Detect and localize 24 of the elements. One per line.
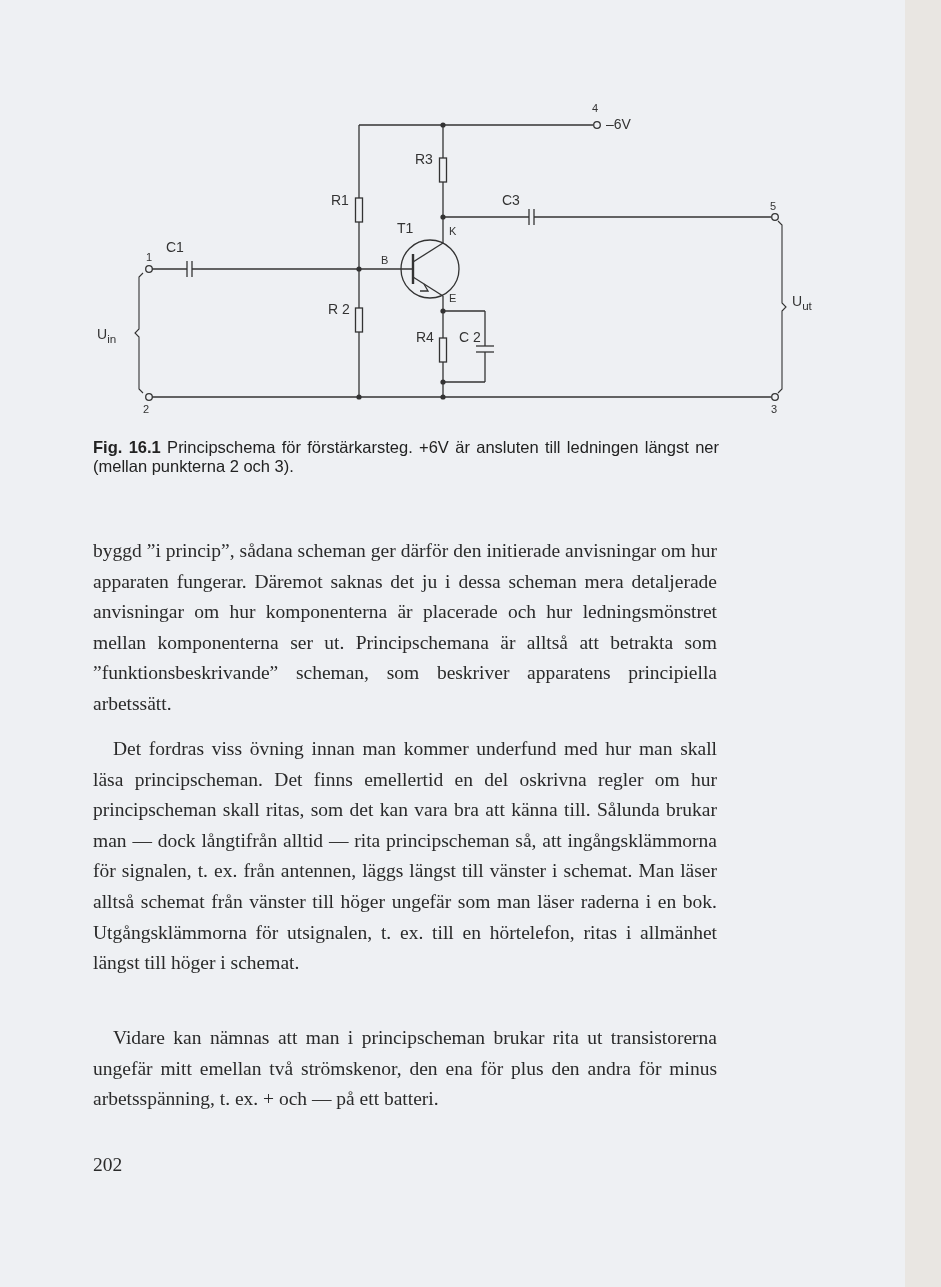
component-label: R4 xyxy=(416,330,434,344)
pin-label: B xyxy=(381,255,389,266)
component-label: T1 xyxy=(397,221,414,235)
body-paragraph: byggd ”i princip”, sådana scheman ger därför den initierade anvisningar om hur apparaten fungerar. Däremot saknas det ju i dessa scheman mera detaljerade anvisningar om hur komponenterna är placerade och hur ledningsmönstret mellan komponenterna ser ut. Principschemana är alltså att betrakta som ”funktionsbeskrivande” scheman, som beskriver apparatens principiella arbetssätt. xyxy=(93,539,717,716)
component-label: C1 xyxy=(166,240,184,254)
terminal-number: 2 xyxy=(143,404,150,415)
terminal-number: 4 xyxy=(592,103,599,114)
voltage-label: U$_{in}$ xyxy=(97,327,117,345)
component-label: R3 xyxy=(415,152,433,166)
pin-label: K xyxy=(449,226,457,237)
terminal-number: 5 xyxy=(770,201,777,212)
voltage-label: U$_{ut}$ xyxy=(792,294,812,312)
component-label: C3 xyxy=(502,193,520,207)
body-paragraph: Det fordras viss övning innan man kommer underfund med hur man skall läsa principscheman. Det finns emellertid en del oskrivna regler om hur principscheman skall ritas, som det kan vara bra att känna till. Sålunda brukar man — dock långtifrån alltid — rita principscheman så, att ingångsklämmorna för signalen, t. ex. från antennen, läggs längst till vänster i schemat. Man läser alltså schemat från vänster till höger ungefär som man läser raderna i en bok. Utgångsklämmorna för utsignalen, t. ex. till en hörtelefon, ritas i allmänhet längst till höger i schemat. xyxy=(93,737,717,976)
component-label: R1 xyxy=(331,193,349,207)
terminal-number: 1 xyxy=(146,252,153,263)
component-label: R 2 xyxy=(328,302,350,316)
voltage-label: –6V xyxy=(606,117,631,131)
body-paragraph: Vidare kan nämnas att man i principscheman brukar rita ut transistorerna ungefär mitt emellan två strömskenor, den ena för plus den andra för minus arbetsspänning, t. ex. + och — på ett batteri. xyxy=(93,1026,717,1112)
page-number: 202 xyxy=(93,1153,123,1177)
figure-caption: Fig. 16.1 Principschema för förstärkarsteg. +6V är ansluten till ledningen längst ner (mellan punkterna 2 och 3). xyxy=(93,438,719,476)
component-label: C 2 xyxy=(459,330,481,344)
pin-label: E xyxy=(449,293,457,304)
terminal-number: 3 xyxy=(771,404,778,415)
